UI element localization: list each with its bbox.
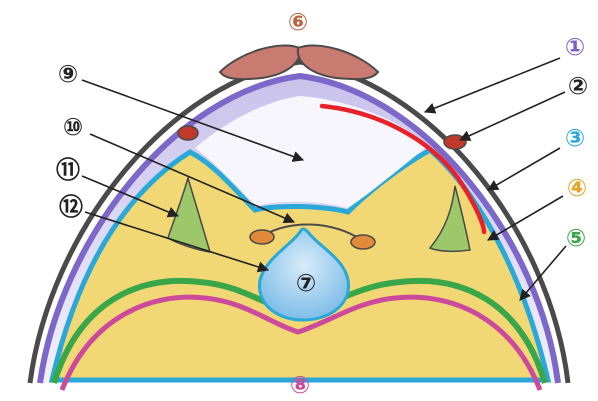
vessel-left	[178, 126, 198, 140]
label-1: ①	[565, 33, 585, 61]
label-3: ③	[565, 124, 585, 152]
label-12: ⑫	[59, 193, 83, 221]
top-muscle-left	[220, 45, 300, 79]
top-muscle-right	[298, 45, 378, 79]
label-9: ⑨	[58, 60, 78, 88]
label-5: ⑤	[566, 224, 586, 252]
label-6: ⑥	[288, 8, 308, 36]
label-8: ⑧	[290, 371, 310, 399]
label-11: ⑪	[56, 156, 80, 184]
label-7: ⑦	[296, 269, 316, 297]
label-4: ④	[567, 174, 587, 202]
label-10: ⑩	[63, 113, 83, 141]
arrow-2	[460, 92, 565, 140]
arrow-3	[488, 148, 560, 190]
label-2: ②	[568, 72, 588, 100]
nerve-node-right	[351, 235, 375, 249]
vessel-right	[444, 135, 466, 149]
nerve-node-left	[250, 230, 274, 244]
